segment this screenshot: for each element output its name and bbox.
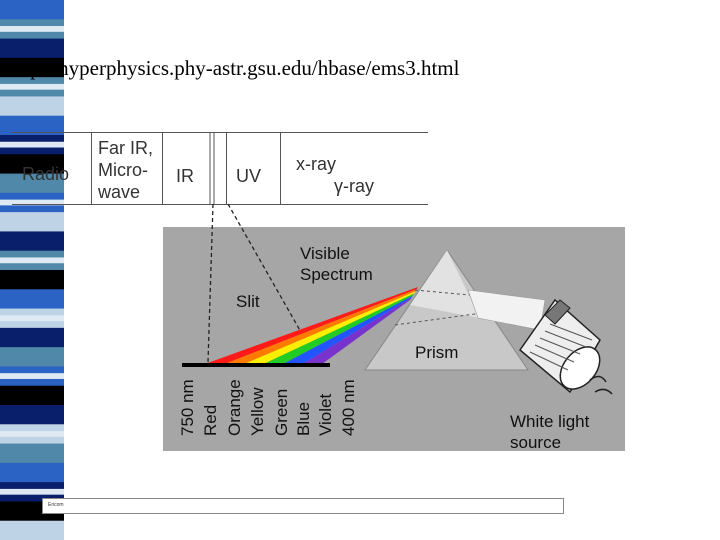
dashed-guide-right bbox=[227, 203, 319, 363]
prism-dashed-line bbox=[394, 312, 483, 326]
stripe-block bbox=[0, 405, 64, 425]
decorative-stripe bbox=[0, 0, 64, 540]
label-color-blue: Blue bbox=[294, 402, 313, 436]
spectrum-fan bbox=[205, 287, 418, 364]
label-visible-spectrum: Spectrum bbox=[300, 265, 373, 284]
stripe-accent bbox=[0, 431, 64, 437]
spectrum-band bbox=[244, 291, 416, 364]
table-divider bbox=[91, 133, 92, 204]
stripe-block bbox=[0, 38, 64, 59]
stripe-block bbox=[0, 57, 64, 78]
stripe-block bbox=[0, 443, 64, 464]
label-color-red: Red bbox=[201, 405, 220, 436]
label-color-green: Green bbox=[272, 389, 291, 436]
white-light-source bbox=[518, 298, 613, 395]
table-divider bbox=[226, 133, 227, 204]
source-url[interactable]: http://hyperphysics.phy-astr.gsu.edu/hba… bbox=[8, 56, 460, 80]
stripe-block bbox=[0, 520, 64, 540]
label-400nm: 400 nm bbox=[339, 379, 358, 436]
band-uv: UV bbox=[236, 166, 262, 186]
stripe-block bbox=[0, 462, 64, 483]
stripe-block bbox=[0, 212, 64, 232]
stripe-accent bbox=[0, 488, 64, 495]
stripe-block bbox=[0, 385, 64, 406]
stripe-block bbox=[0, 289, 64, 310]
stripe-accent bbox=[0, 26, 64, 32]
label-750nm: 750 nm bbox=[178, 379, 197, 436]
label-color-violet: Violet bbox=[316, 394, 335, 436]
label-color-orange: Orange bbox=[225, 379, 244, 436]
band-far-ir-line3: wave bbox=[98, 182, 141, 202]
table-divider bbox=[162, 133, 163, 204]
prism-dashed-line bbox=[414, 289, 481, 297]
stripe-accent bbox=[0, 83, 64, 90]
table-bottom-line bbox=[12, 204, 428, 205]
band-far-ir-line2: Micro- bbox=[98, 160, 148, 180]
table-top-line bbox=[12, 132, 428, 133]
band-radio: Radio bbox=[22, 164, 70, 184]
stripe-block bbox=[0, 347, 64, 367]
stripe-accent bbox=[0, 257, 64, 264]
stripe-block bbox=[0, 154, 64, 175]
table-divider bbox=[280, 133, 281, 204]
spectrum-band bbox=[302, 297, 412, 364]
stripe-accent bbox=[0, 141, 64, 148]
stripe-block bbox=[0, 96, 64, 117]
stripe-accent bbox=[0, 315, 64, 322]
stripe-block bbox=[0, 270, 64, 290]
stripe-block bbox=[0, 0, 64, 20]
label-source: source bbox=[510, 433, 561, 452]
band-ir: IR bbox=[176, 166, 194, 186]
stripe-block bbox=[0, 231, 64, 252]
spectrum-band bbox=[205, 287, 418, 364]
stripe-block bbox=[0, 173, 64, 194]
label-slit: Slit bbox=[236, 292, 260, 311]
band-gamma-ray: γ-ray bbox=[334, 176, 374, 196]
band-far-ir-line1: Far IR, bbox=[98, 138, 154, 158]
label-prism: Prism bbox=[415, 343, 458, 362]
spectrum-band bbox=[224, 289, 417, 364]
spectrum-band bbox=[283, 295, 413, 364]
spectrum-band bbox=[263, 293, 414, 364]
footer-bar: Ericom bbox=[42, 498, 564, 514]
stripe-block bbox=[0, 327, 64, 348]
stripe-accent bbox=[0, 199, 64, 206]
dashed-guide-left bbox=[207, 203, 214, 363]
prism-light-region bbox=[410, 250, 480, 318]
label-color-yellow: Yellow bbox=[248, 387, 267, 436]
label-white-light: White light bbox=[510, 412, 590, 431]
band-xray: x-ray bbox=[296, 154, 336, 174]
footer-text: Ericom bbox=[48, 502, 64, 508]
stripe-accent bbox=[0, 373, 64, 379]
label-visible-spectrum: Visible bbox=[300, 244, 350, 263]
stripe-block bbox=[0, 115, 64, 136]
